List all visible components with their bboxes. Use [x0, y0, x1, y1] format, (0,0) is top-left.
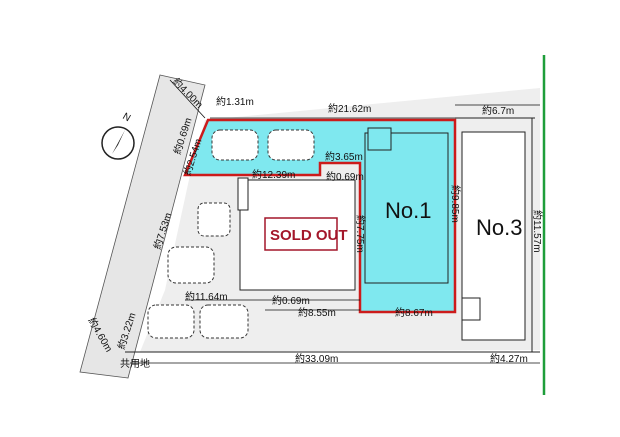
dim-11-64: 約11.64m: [185, 290, 228, 303]
building-no1[interactable]: [364, 132, 449, 284]
car: [167, 246, 215, 284]
car: [199, 304, 249, 339]
dim-3-65: 約3.65m: [325, 150, 363, 163]
dim-0-69-a: 約0.69m: [326, 170, 364, 183]
dim-top-width: 約21.62m: [328, 102, 371, 115]
dim-8-55: 約8.55m: [298, 306, 336, 319]
building-no1-annex: [367, 127, 392, 151]
lot-no1-label: No.1: [385, 198, 431, 223]
car: [147, 304, 195, 339]
car: [211, 129, 259, 161]
building-no3-annex: [461, 297, 481, 321]
north-compass-icon: [101, 126, 135, 160]
dim-no1-right: 約9.85m: [449, 185, 462, 223]
dim-no1-bottom: 約8.67m: [395, 306, 433, 319]
dim-no3-bottom: 約4.27m: [490, 352, 528, 365]
dim-no1-left: 約7.75m: [354, 215, 367, 253]
car: [197, 202, 231, 237]
sold-out-badge: [264, 217, 338, 251]
dim-line: [169, 79, 206, 119]
lot-no3-label: No.3: [476, 215, 522, 240]
sold-out-label: SOLD OUT: [270, 227, 348, 244]
building-sold-annex: [237, 177, 249, 211]
dim-12-39: 約12.39m: [252, 168, 295, 181]
dim-1-31: 約1.31m: [216, 95, 254, 108]
car: [267, 129, 315, 161]
dim-bottom-width: 約33.09m: [295, 352, 338, 365]
dim-no3-top: 約6.7m: [482, 104, 514, 117]
dim-no3-right: 約11.57m: [531, 210, 544, 253]
dim-0-69-b: 約0.69m: [272, 294, 310, 307]
road: [79, 74, 206, 379]
shared-land-label: 共用地: [120, 357, 150, 370]
compass-label: N: [121, 111, 133, 124]
